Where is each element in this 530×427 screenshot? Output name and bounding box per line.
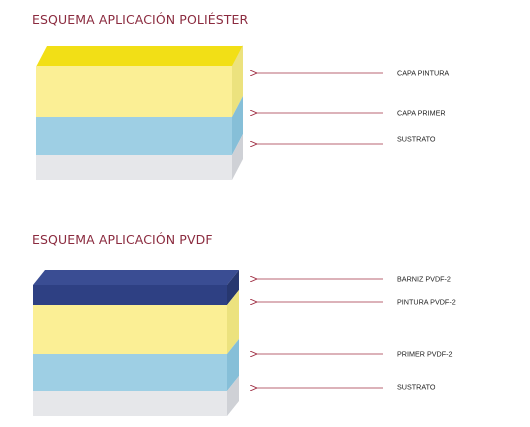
label-capa-primer: CAPA PRIMER	[397, 108, 446, 118]
label-primer-pvdf: PRIMER PVDF-2	[397, 349, 453, 359]
top-face-1	[33, 270, 239, 285]
layer-side-0-1	[232, 96, 243, 155]
layer-front-1-2	[33, 354, 227, 391]
top-face-0	[36, 46, 243, 67]
label-sustrato-poliester: SUSTRATO	[397, 134, 436, 144]
layer-front-1-3	[33, 391, 227, 416]
layer-front-1-0	[33, 285, 227, 305]
layer-front-0-2	[36, 155, 232, 180]
layer-side-1-1	[227, 290, 239, 354]
label-capa-pintura: CAPA PINTURA	[397, 68, 450, 78]
diagram-title-pvdf: ESQUEMA APLICACIÓN PVDF	[32, 232, 213, 247]
layer-front-0-1	[36, 117, 232, 155]
layer-front-0-0	[36, 66, 232, 117]
layer-side-1-0	[227, 270, 239, 305]
layer-side-1-3	[227, 376, 239, 416]
layer-side-0-0	[232, 45, 243, 117]
layer-side-0-2	[232, 134, 243, 180]
layer-side-1-2	[227, 339, 239, 391]
diagram-title-poliester: ESQUEMA APLICACIÓN POLIÉSTER	[32, 12, 249, 27]
label-barniz-pvdf: BARNIZ PVDF-2	[397, 274, 451, 284]
label-sustrato-pvdf: SUSTRATO	[397, 382, 436, 392]
cube-pvdf	[33, 270, 239, 416]
cube-poliester	[36, 45, 243, 180]
label-pintura-pvdf: PINTURA PVDF-2	[397, 297, 456, 307]
layer-front-1-1	[33, 305, 227, 354]
